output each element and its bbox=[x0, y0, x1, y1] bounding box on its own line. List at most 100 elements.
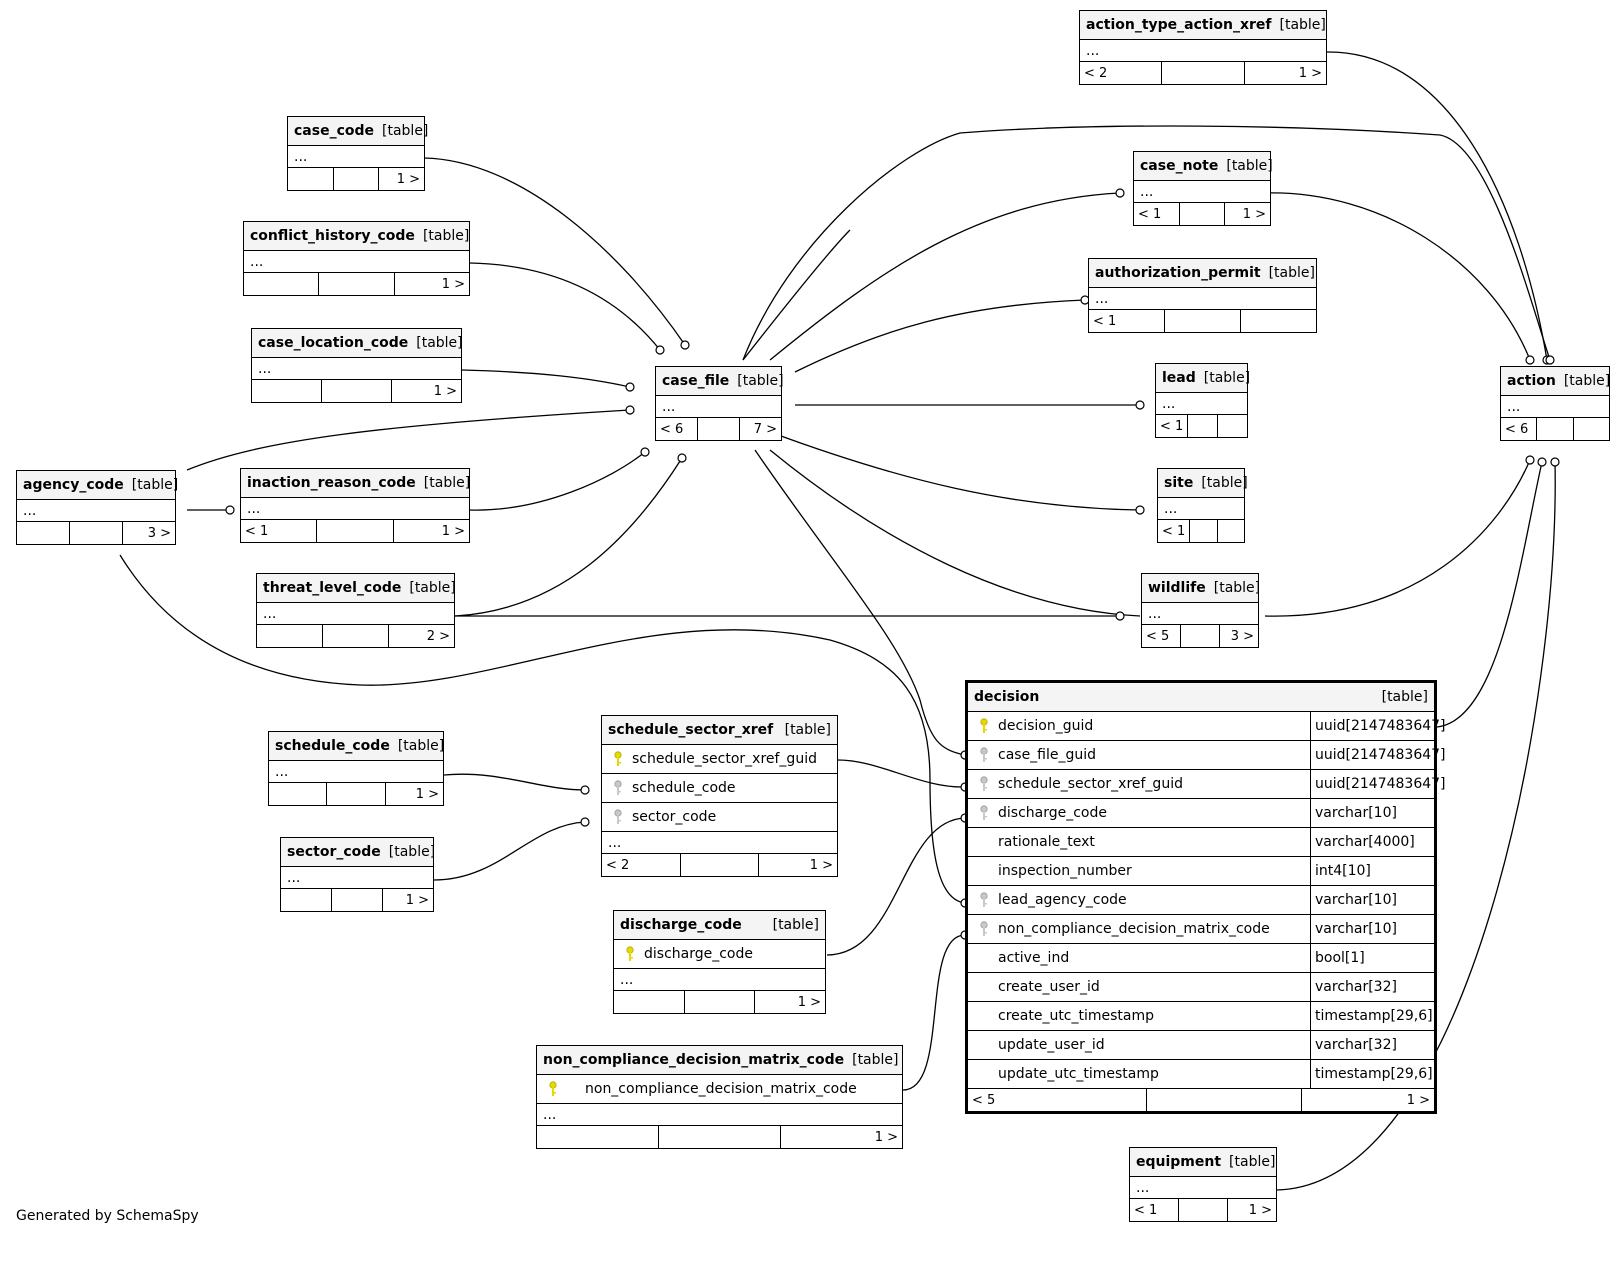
relationship-endpoint bbox=[1115, 188, 1125, 198]
column-ellipsis: ... bbox=[244, 251, 469, 273]
children-count: 1 > bbox=[1224, 203, 1270, 225]
footer-mid bbox=[1164, 310, 1240, 332]
children-count bbox=[1217, 415, 1247, 437]
table-type: [table] bbox=[737, 373, 784, 389]
table-type: [table] bbox=[131, 477, 179, 493]
table-non_compliance_decision_matrix_code[interactable]: non_compliance_decision_matrix_code [tabl… bbox=[536, 1045, 903, 1149]
table-footer: 1 > bbox=[244, 273, 469, 295]
table-name: schedule_code bbox=[275, 738, 390, 754]
relationship-endpoint bbox=[655, 345, 665, 355]
footer-mid bbox=[1536, 418, 1572, 440]
table-name: wildlife bbox=[1148, 580, 1206, 596]
relationship-endpoint bbox=[1545, 355, 1555, 365]
table-name: threat_level_code bbox=[263, 580, 402, 596]
table-name: authorization_permit bbox=[1095, 265, 1261, 281]
parents-count: < 1 bbox=[1134, 1202, 1158, 1218]
relationship-endpoint bbox=[580, 817, 590, 827]
table-agency_code[interactable]: agency_code[table] ... 3 > bbox=[16, 470, 179, 545]
column-ellipsis: ... bbox=[1158, 498, 1244, 520]
table-name: schedule_sector_xref bbox=[608, 722, 774, 738]
primary-key-icon bbox=[620, 946, 640, 962]
column-name: lead_agency_code bbox=[998, 892, 1127, 908]
footer-mid bbox=[318, 273, 393, 295]
column-ellipsis: ... bbox=[1142, 603, 1258, 625]
column-row: schedule_code bbox=[602, 774, 837, 803]
table-type: [table] bbox=[1563, 373, 1611, 389]
children-count: 1 > bbox=[391, 380, 461, 402]
table-conflict_history_code[interactable]: conflict_history_code[table] ... 1 > bbox=[243, 221, 470, 296]
column-type: timestamp[29,6] bbox=[1310, 1060, 1434, 1088]
column-type: timestamp[29,6] bbox=[1310, 1002, 1434, 1030]
relationship-endpoint bbox=[1537, 457, 1547, 467]
table-sector_code[interactable]: sector_code[table] ... 1 > bbox=[280, 837, 435, 912]
footer-mid bbox=[683, 991, 755, 1013]
footer-mid bbox=[1187, 415, 1217, 437]
column-name: create_utc_timestamp bbox=[998, 1008, 1155, 1024]
column-ellipsis: ... bbox=[281, 867, 433, 889]
table-name: discharge_code bbox=[620, 917, 742, 933]
column-type: varchar[32] bbox=[1310, 973, 1434, 1001]
table-type: [table] bbox=[1229, 1154, 1276, 1170]
table-schedule_code[interactable]: schedule_code[table] ... 1 > bbox=[268, 731, 444, 806]
footer-mid bbox=[326, 783, 384, 805]
footer-mid bbox=[1178, 1199, 1227, 1221]
table-schedule_sector_xref[interactable]: schedule_sector_xref[table] schedule_sec… bbox=[601, 715, 838, 877]
column-ellipsis: ... bbox=[288, 146, 424, 168]
table-footer: < 1 bbox=[1089, 310, 1316, 332]
table-footer: 3 > bbox=[17, 522, 175, 544]
table-threat_level_code[interactable]: threat_level_code[table] ... 2 > bbox=[256, 573, 456, 648]
table-footer: 1 > bbox=[537, 1126, 902, 1148]
relationship-endpoint bbox=[580, 785, 590, 795]
table-name: non_compliance_decision_matrix_code bbox=[543, 1052, 845, 1068]
column-ellipsis: ... bbox=[537, 1104, 902, 1126]
column-ellipsis: ... bbox=[614, 969, 825, 991]
table-type: [table] bbox=[852, 1052, 899, 1068]
column-row: create_utc_timestamp timestamp[29,6] bbox=[968, 1002, 1434, 1031]
column-name: sector_code bbox=[632, 809, 717, 825]
footer-mid bbox=[331, 889, 382, 911]
children-count: 1 > bbox=[393, 273, 469, 295]
table-type: [table] bbox=[1268, 265, 1315, 281]
table-name: action_type_action_xref bbox=[1086, 17, 1272, 33]
table-name: decision bbox=[974, 689, 1040, 705]
foreign-key-icon bbox=[608, 780, 628, 796]
table-name: lead bbox=[1162, 370, 1196, 386]
table-type: [table] bbox=[409, 580, 456, 596]
children-count: 1 > bbox=[378, 168, 424, 190]
footer-mid bbox=[697, 418, 739, 440]
table-site[interactable]: site[table] ... < 1 bbox=[1157, 468, 1248, 543]
table-action[interactable]: action[table] ... < 6 bbox=[1500, 366, 1610, 441]
relationship-endpoint bbox=[625, 405, 635, 415]
table-case_code[interactable]: case_code[table] ... 1 > bbox=[287, 116, 428, 191]
table-lead[interactable]: lead[table] ... < 1 bbox=[1155, 363, 1250, 438]
parents-count: < 6 bbox=[1505, 421, 1529, 437]
table-name: sector_code bbox=[287, 844, 381, 860]
table-name: site bbox=[1164, 475, 1194, 491]
table-authorization_permit[interactable]: authorization_permit[table] ... < 1 bbox=[1088, 258, 1317, 333]
table-type: [table] bbox=[423, 475, 471, 491]
table-case_location_code[interactable]: case_location_code[table] ... 1 > bbox=[251, 328, 463, 403]
table-discharge_code[interactable]: discharge_code[table] discharge_code ...… bbox=[613, 910, 826, 1014]
footer-mid bbox=[322, 625, 388, 647]
relationship-endpoint bbox=[1525, 455, 1535, 465]
parents-count: < 2 bbox=[1084, 65, 1108, 81]
column-ellipsis: ... bbox=[1134, 181, 1270, 203]
column-name: active_ind bbox=[998, 950, 1070, 966]
column-type: uuid[2147483647] bbox=[1310, 770, 1446, 798]
column-name: update_utc_timestamp bbox=[998, 1066, 1159, 1082]
foreign-key-icon bbox=[974, 892, 994, 908]
